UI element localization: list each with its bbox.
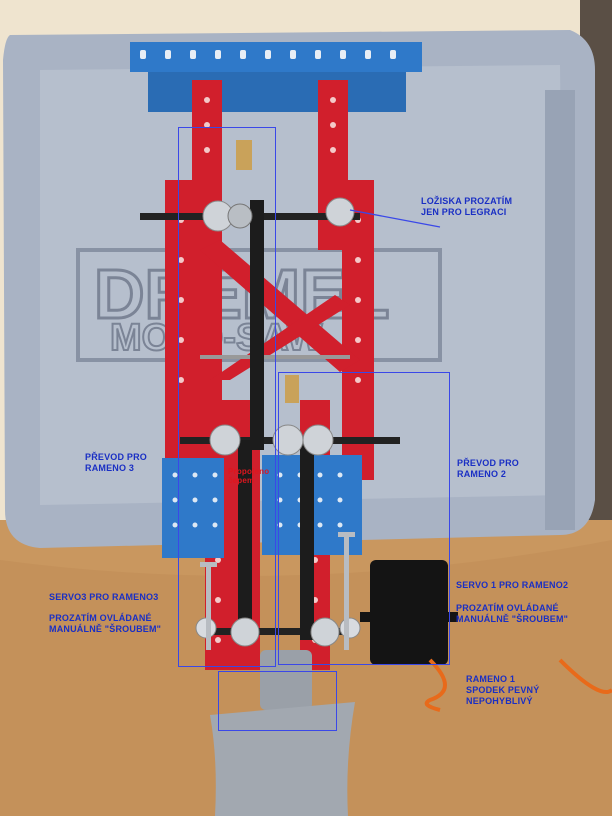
gear-arm2-label: PŘEVOD PRO RAMENO 2 <box>457 458 520 479</box>
servo1-label: SERVO 1 PRO RAMENO2 <box>456 580 569 590</box>
pin-note-label: Propojeno čepem <box>228 467 270 485</box>
frame-base <box>218 671 337 731</box>
top-blue-plate <box>130 42 422 112</box>
servo-motor <box>360 560 612 712</box>
pulleys <box>195 197 361 647</box>
frame-top-mechanism <box>178 127 276 667</box>
brass-spacers <box>236 140 299 403</box>
adjust-screws <box>200 532 355 650</box>
frame-right-mechanism <box>278 372 450 665</box>
timing-belts <box>238 200 314 640</box>
arm1-label: RAMENO 1 SPODEK PEVNÝ NEPOHYBLIVÝ <box>466 674 540 706</box>
servo3-label: SERVO3 PRO RAMENO3 <box>49 592 159 602</box>
gear-arm3-label: PŘEVOD PRO RAMENO 3 <box>85 452 148 473</box>
servo3-manual-label: PROZATÍM OVLÁDANÉ MANUÁLNĚ "ŠROUBEM" <box>49 613 162 634</box>
servo1-manual-label: PROZATÍM OVLÁDANÉ MANUÁLNĚ "ŠROUBEM" <box>456 603 569 624</box>
bearings-label: LOŽISKA PROZATÍM JEN PRO LEGRACI <box>421 196 513 217</box>
